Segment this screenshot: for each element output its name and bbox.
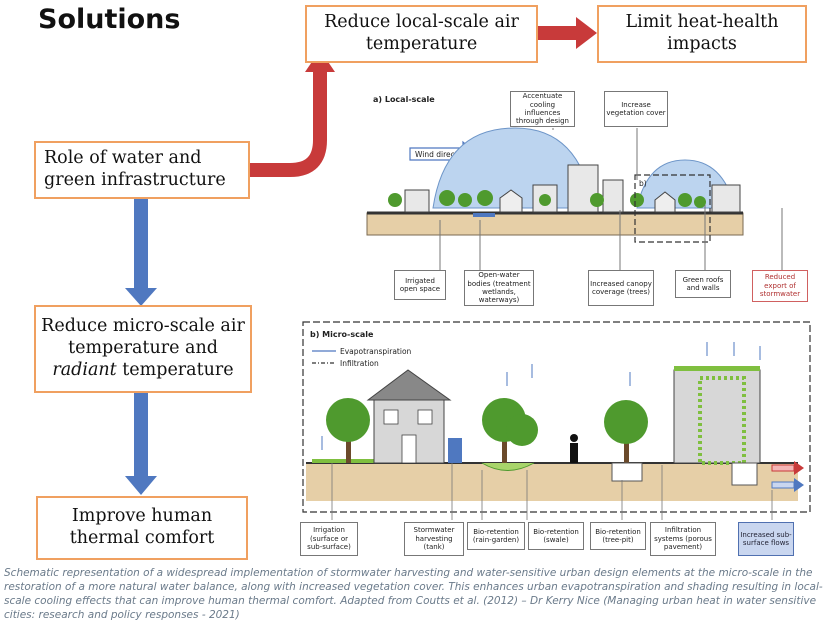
legend-infil: Infiltration	[340, 359, 379, 368]
improve-comfort-box: Improve human thermal comfort	[36, 496, 248, 560]
local-tree-9	[694, 196, 706, 208]
micro-window-2	[417, 409, 433, 425]
local-house-2	[654, 191, 676, 213]
red-arrowhead-right	[576, 17, 597, 49]
zoom-box-label: b)	[639, 179, 647, 188]
role-water-box: Role of water and green infrastructure	[34, 141, 250, 199]
label-reduced-export: Reduced export of stormwater	[752, 270, 808, 302]
wind-direction-label: Wind direction	[415, 150, 469, 159]
green-wall	[698, 376, 746, 465]
micro-apartment	[673, 369, 761, 464]
green-roof	[674, 366, 760, 371]
subsurface-arrow-blue	[771, 481, 795, 489]
label-increase-veg: Increase vegetation cover	[604, 91, 668, 127]
local-tree-6	[590, 193, 604, 207]
local-house-1	[499, 189, 523, 213]
role-water-text: Role of water and green infrastructure	[44, 148, 226, 190]
label-irrigation: Irrigation (surface or sub-surface)	[300, 522, 358, 556]
label-accentuate: Accentuate cooling influences through de…	[510, 91, 575, 127]
limit-heat-box: Limit heat-health impacts	[597, 5, 807, 63]
tree-pit	[611, 462, 643, 482]
person-icon	[570, 434, 578, 442]
blue-arrowhead-2	[125, 476, 157, 495]
micro-tree-trunk-4	[624, 430, 629, 463]
local-building-5	[711, 184, 741, 213]
reduce-micro-line2: temperature	[122, 359, 234, 380]
local-scale-label: a) Local-scale	[373, 95, 435, 104]
local-tree-8	[678, 193, 692, 207]
micro-door	[401, 434, 417, 464]
local-tree-2	[439, 190, 455, 206]
improve-comfort-text: Improve human thermal comfort	[69, 506, 215, 548]
local-tree-4	[477, 190, 493, 206]
local-building-4	[602, 179, 624, 213]
label-bio-rain: Bio-retention (rain-garden)	[467, 522, 525, 550]
blue-arrow-1-shaft	[134, 196, 148, 288]
subsurface-arrowhead-blue	[794, 478, 804, 492]
label-bio-swale: Bio-retention (swale)	[528, 522, 584, 550]
label-subsurface: Increased sub-surface flows	[738, 522, 794, 556]
swale	[481, 462, 535, 471]
micro-panel-border	[302, 321, 811, 513]
subsurface-arrow-red	[771, 464, 795, 472]
reduce-micro-line1: Reduce micro-scale air temperature and	[41, 316, 245, 359]
reduce-local-box: Reduce local-scale air temperature	[305, 5, 538, 63]
label-stormwater: Stormwater harvesting (tank)	[404, 522, 464, 556]
label-canopy: Increased canopy coverage (trees)	[588, 270, 654, 306]
reduce-micro-text: Reduce micro-scale air temperature and r…	[36, 316, 250, 382]
red-curved-arrow	[250, 70, 327, 177]
page-title: Solutions	[38, 4, 181, 35]
red-arrow-right-shaft	[535, 26, 577, 40]
evapo-arrows	[321, 342, 761, 450]
label-irrigated: Irrigated open space	[394, 270, 446, 300]
blue-arrowhead-1	[125, 288, 157, 306]
local-water	[473, 213, 495, 217]
legend-evapo: Evapotranspiration	[340, 347, 412, 356]
local-tree-1	[388, 193, 402, 207]
subsurface-arrowhead-red	[794, 461, 804, 475]
micro-tree-trunk-2	[502, 430, 507, 463]
person-body	[570, 443, 578, 463]
local-ground	[366, 212, 744, 236]
local-building-1	[404, 189, 430, 213]
zoom-box	[634, 174, 711, 243]
label-green-roofs: Green roofs and walls	[675, 270, 731, 298]
limit-heat-text: Limit heat-health impacts	[625, 12, 779, 54]
figure-caption: Schematic representation of a widespread…	[4, 567, 823, 621]
micro-tree-trunk-1	[346, 430, 351, 463]
micro-connectors	[331, 463, 773, 520]
micro-window-1	[383, 409, 399, 425]
micro-tree-4	[604, 400, 648, 444]
reduce-micro-radiant: radiant	[52, 359, 117, 380]
micro-tank	[448, 438, 462, 463]
label-infiltration: Infiltration systems (porous pavement)	[650, 522, 716, 556]
micro-ground	[306, 463, 798, 501]
micro-scale-illustration: b) Micro-scale Evapotranspiration Infilt…	[302, 321, 811, 520]
reduce-micro-box: Reduce micro-scale air temperature and r…	[34, 305, 252, 393]
micro-tree-3	[506, 414, 538, 446]
local-scale-illustration: a) Local-scale Wind direction b)	[366, 95, 783, 270]
blue-arrow-2-shaft	[134, 392, 148, 476]
reduce-local-text: Reduce local-scale air temperature	[324, 12, 519, 54]
local-tree-3	[458, 193, 472, 207]
micro-scale-label: b) Micro-scale	[310, 330, 374, 339]
local-tree-7	[630, 193, 644, 207]
micro-roof	[366, 369, 452, 401]
label-bio-tree: Bio-retention (tree-pit)	[590, 522, 646, 550]
micro-grass	[312, 459, 432, 463]
local-tree-5	[539, 194, 551, 206]
micro-tree-1	[326, 398, 370, 442]
porous-pavement	[731, 462, 758, 486]
label-open-water: Open-water bodies (treatment wetlands, w…	[464, 270, 534, 306]
